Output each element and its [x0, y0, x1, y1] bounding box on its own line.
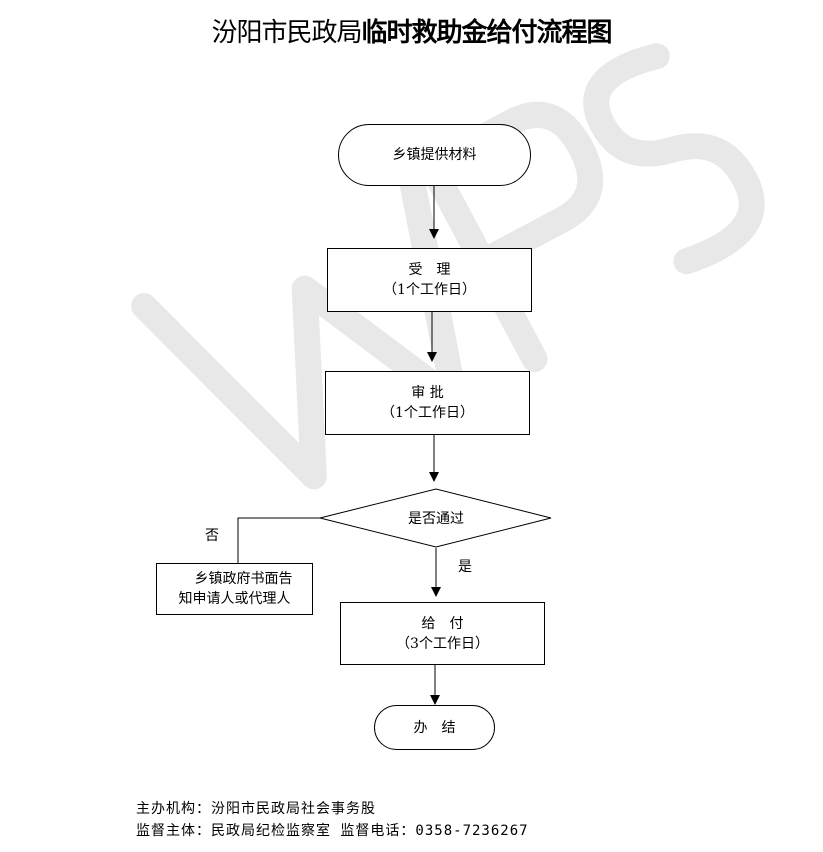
edge-decision-reject — [237, 517, 320, 563]
node-reject-line2: 知申请人或代理人 — [178, 591, 291, 607]
page-title: 汾阳市民政局临时救助金给付流程图 — [0, 12, 823, 49]
node-review-duration: （1个工作日） — [381, 405, 474, 421]
node-start: 乡镇提供材料 — [338, 124, 531, 186]
footer-supervise: 监督主体：民政局纪检监察室 监督电话：0358-7236267 — [136, 823, 529, 839]
decision-diamond — [319, 488, 552, 548]
node-reject: 乡镇政府书面告 知申请人或代理人 — [156, 563, 313, 615]
node-accept: 受 理 （1个工作日） — [327, 248, 532, 312]
node-reject-line1: 乡镇政府书面告 — [194, 571, 293, 587]
node-pay-label: 给 付 — [421, 615, 464, 632]
node-accept-duration: （1个工作日） — [383, 282, 476, 298]
node-pay-duration: （3个工作日） — [396, 635, 489, 652]
node-review: 审 批 （1个工作日） — [325, 371, 530, 435]
edge-label-no: 否 — [205, 528, 219, 544]
node-start-label: 乡镇提供材料 — [392, 147, 477, 163]
node-end-label: 办 结 — [413, 719, 456, 736]
node-accept-label: 受 理 — [408, 262, 451, 278]
node-decision: 是否通过 — [376, 508, 496, 530]
node-decision-label: 是否通过 — [408, 511, 464, 527]
node-pay: 给 付 （3个工作日） — [340, 602, 545, 665]
footer-org: 主办机构：汾阳市民政局社会事务股 — [136, 801, 376, 817]
edge-label-yes: 是 — [458, 559, 472, 575]
node-end: 办 结 — [374, 705, 495, 750]
title-main: 临时救助金给付流程图 — [361, 18, 613, 48]
title-prefix: 汾阳市民政局 — [211, 18, 362, 48]
node-review-label: 审 批 — [411, 385, 444, 401]
